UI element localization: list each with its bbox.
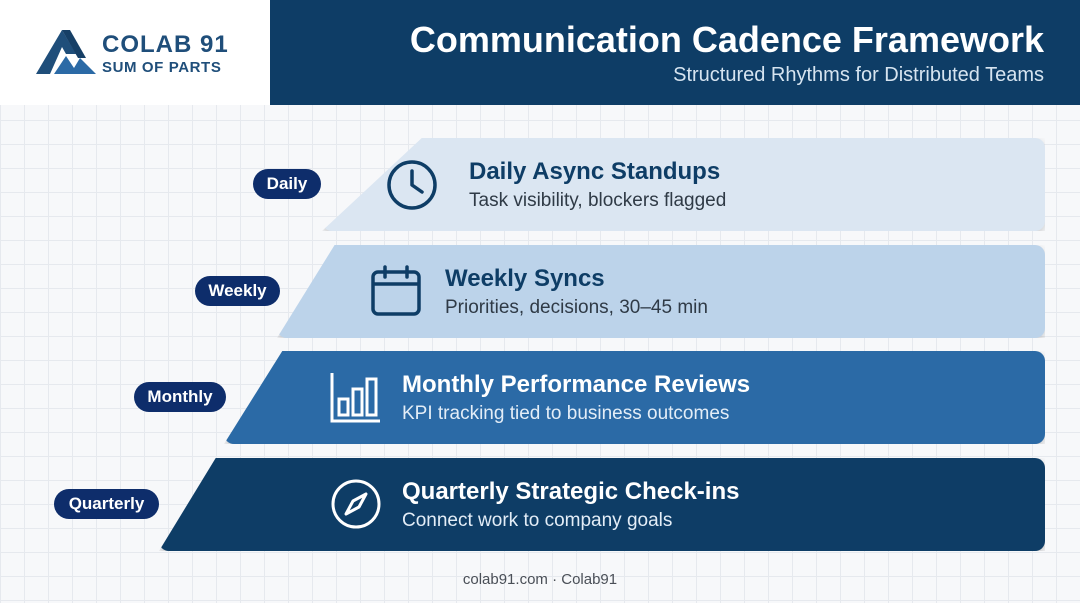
cadence-desc-monthly: KPI tracking tied to business outcomes [402,403,730,424]
cadence-desc-weekly: Priorities, decisions, 30–45 min [445,297,708,318]
logo-block: COLAB 91 SUM OF PARTS [0,0,270,105]
header-banner: Communication Cadence Framework Structur… [270,0,1080,105]
cadence-pill-quarterly: Quarterly [54,489,159,519]
cadence-title-quarterly: Quarterly Strategic Check-ins [402,478,740,505]
cadence-desc-quarterly: Connect work to company goals [402,510,673,531]
cadence-pill-weekly: Weekly [195,276,280,306]
cadence-title-monthly: Monthly Performance Reviews [402,371,751,398]
calendar-icon [371,265,421,316]
brand-tagline: SUM OF PARTS [102,59,222,76]
cadence-pill-daily: Daily [253,169,321,199]
brand-name: COLAB 91 [102,31,229,58]
logo-mountain-icon [36,30,96,74]
cadence-title-daily: Daily Async Standups [469,158,721,185]
cadence-band-quarterly [159,458,1045,551]
clock-icon [387,160,437,210]
cadence-desc-daily: Task visibility, blockers flagged [469,190,727,211]
cadence-band-daily [322,138,1045,231]
footer-text: colab91.com · Colab91 [462,571,618,588]
page-subtitle: Structured Rhythms for Distributed Teams [673,64,1044,86]
cadence-pill-monthly: Monthly [134,382,226,412]
page-title: Communication Cadence Framework [409,19,1044,60]
compass-icon [331,479,381,529]
bar-chart-icon [330,373,380,423]
cadence-title-weekly: Weekly Syncs [445,265,605,292]
cadence-band-weekly [277,245,1045,338]
